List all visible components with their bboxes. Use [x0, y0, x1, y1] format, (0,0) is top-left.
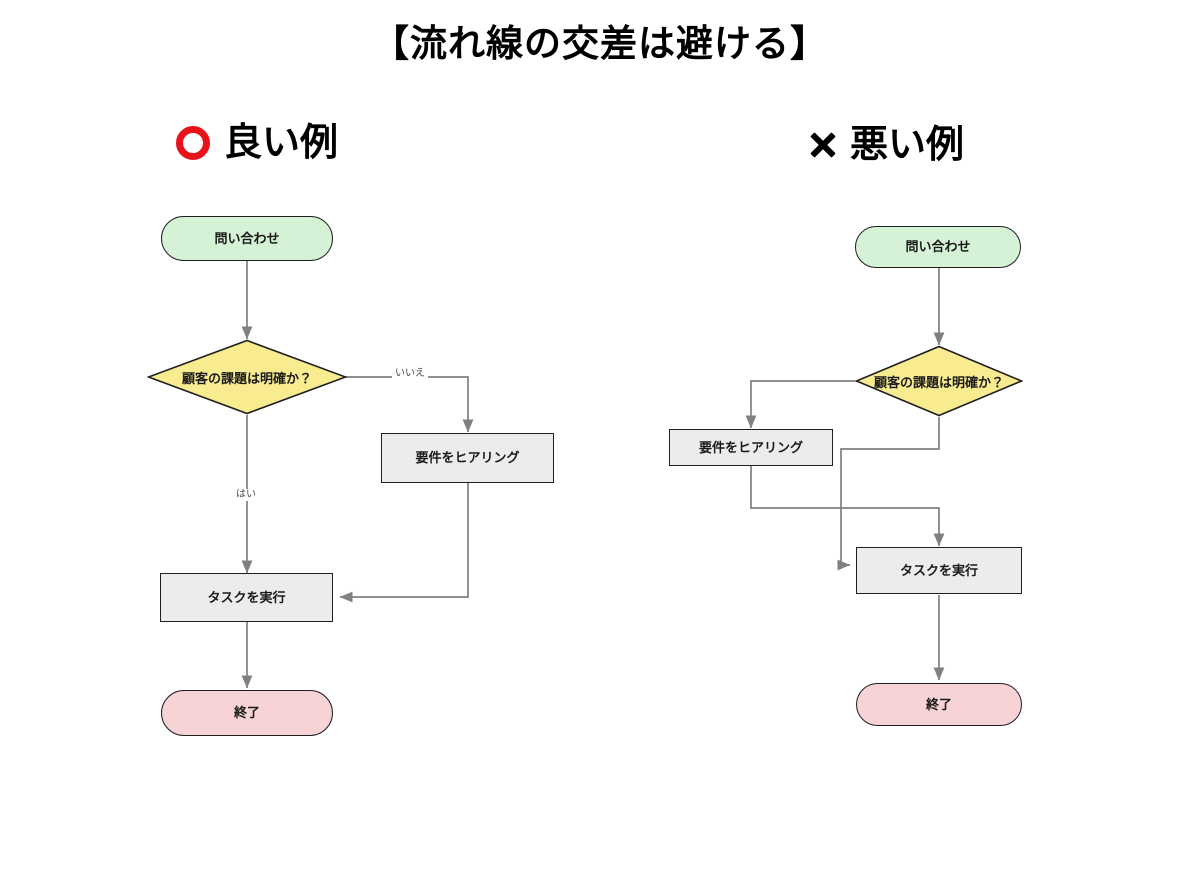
good-end-node[interactable]: 終了: [161, 690, 333, 736]
bad-hearing-node[interactable]: 要件をヒアリング: [669, 429, 833, 466]
good-start-label: 問い合わせ: [214, 230, 280, 246]
bad-task-label: タスクを実行: [899, 562, 978, 578]
good-edge-label-yes: はい: [233, 489, 259, 501]
bad-decision-node[interactable]: 顧客の課題は明確か？: [855, 345, 1023, 417]
good-task-label: タスクを実行: [207, 589, 286, 605]
good-edge-label-no: いいえ: [392, 368, 428, 380]
diamond-shape-icon: [855, 345, 1023, 417]
bad-task-node[interactable]: タスクを実行: [856, 547, 1022, 594]
good-decision-label: 顧客の課題は明確か？: [181, 370, 312, 386]
bad-start-node[interactable]: 問い合わせ: [855, 226, 1021, 268]
good-example-header: 良い例: [176, 124, 338, 162]
bad-hearing-label: 要件をヒアリング: [698, 439, 803, 455]
good-decision-node[interactable]: 顧客の課題は明確か？: [147, 339, 347, 415]
bad-end-label: 終了: [925, 696, 952, 712]
good-start-node[interactable]: 問い合わせ: [161, 216, 333, 261]
cross-mark-icon: [808, 128, 838, 162]
bad-end-node[interactable]: 終了: [856, 683, 1022, 726]
diamond-shape-icon: [147, 339, 347, 415]
circle-mark-icon: [176, 126, 210, 160]
good-example-label: 良い例: [224, 122, 339, 164]
good-hearing-label: 要件をヒアリング: [415, 450, 520, 466]
bad-example-header: 悪い例: [808, 126, 964, 164]
good-hearing-node[interactable]: 要件をヒアリング: [381, 433, 554, 483]
page-title: 【流れ線の交差は避ける】: [372, 23, 828, 64]
bad-start-label: 問い合わせ: [905, 239, 971, 255]
good-task-node[interactable]: タスクを実行: [160, 573, 333, 622]
bad-example-label: 悪い例: [850, 124, 965, 166]
good-end-label: 終了: [233, 705, 260, 721]
bad-decision-label: 顧客の課題は明確か？: [873, 374, 1004, 390]
bad-flow-connectors: [745, 267, 945, 681]
